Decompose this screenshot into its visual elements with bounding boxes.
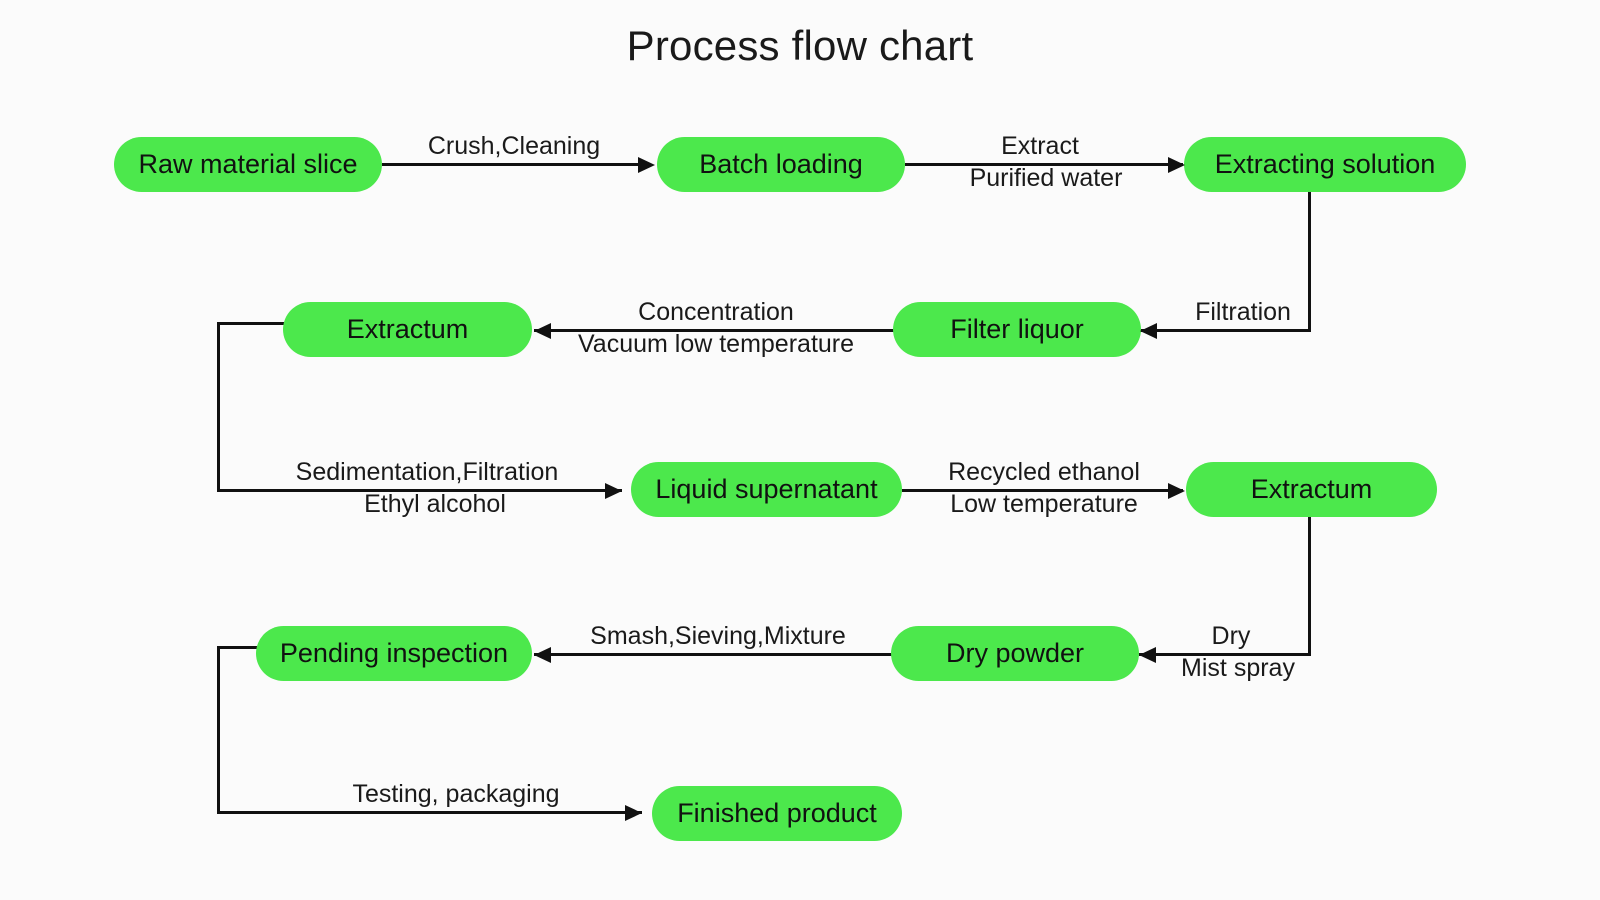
edge-label-sedimentation-filtration: Sedimentation,Filtration [295, 458, 559, 486]
edge-label-vacuum-low-temperature: Vacuum low temperature [577, 330, 855, 358]
arrow-head-pending-to-finished [625, 805, 642, 821]
node-extracting-solution[interactable]: Extracting solution [1184, 137, 1466, 192]
node-liquid-supernatant[interactable]: Liquid supernatant [631, 462, 902, 517]
edge-label-mist-spray: Mist spray [1181, 654, 1295, 682]
edge-line-pending-to-finished [217, 811, 642, 814]
edge-line-batch-to-extracting [905, 163, 1183, 166]
edge-line-dry-to-dry-powder [1139, 653, 1311, 656]
node-extractum-2[interactable]: Extractum [1186, 462, 1437, 517]
edge-label-concentration: Concentration [638, 298, 794, 326]
arrow-head-extractum1-to-liquid [605, 483, 622, 499]
edge-label-dry: Dry [1211, 622, 1251, 650]
edge-label-crush-cleaning: Crush,Cleaning [427, 132, 601, 160]
edge-line-liquid-to-extractum2 [902, 489, 1183, 492]
edge-line-raw-to-batch [382, 163, 642, 166]
edge-line-pending-left-stub [217, 646, 261, 649]
edge-line-extractum1-to-liquid [217, 489, 622, 492]
node-extractum-1[interactable]: Extractum [283, 302, 532, 357]
edge-label-purified-water: Purified water [969, 164, 1123, 192]
arrow-head-dry-powder-to-pending [534, 647, 551, 663]
node-filter-liquor[interactable]: Filter liquor [893, 302, 1141, 357]
edge-line-extractum1-left-stub [217, 322, 285, 325]
arrow-head-batch-to-extracting [1168, 157, 1185, 173]
edge-line-extractum1-down [217, 322, 220, 492]
edge-line-extracting-drop [1308, 192, 1311, 332]
edge-line-pending-down [217, 646, 220, 814]
edge-line-extractum2-drop [1308, 517, 1311, 656]
edge-line-filter-liquor-to-extractum1 [534, 329, 894, 332]
edge-label-extract: Extract [1001, 132, 1079, 160]
node-dry-powder[interactable]: Dry powder [891, 626, 1139, 681]
node-finished-product[interactable]: Finished product [652, 786, 902, 841]
page-title: Process flow chart [626, 22, 974, 69]
arrow-head-filtration-to-filter-liquor [1140, 323, 1157, 339]
arrow-head-dry-to-dry-powder [1139, 647, 1156, 663]
edge-label-testing-packaging: Testing, packaging [352, 780, 560, 808]
edge-label-filtration: Filtration [1195, 298, 1291, 326]
node-pending-inspection[interactable]: Pending inspection [256, 626, 532, 681]
arrow-head-filter-liquor-to-extractum1 [534, 323, 551, 339]
edge-label-recycled-ethanol: Recycled ethanol [948, 458, 1140, 486]
edge-label-low-temperature: Low temperature [950, 490, 1138, 518]
node-raw-material-slice[interactable]: Raw material slice [114, 137, 382, 192]
arrow-head-liquid-to-extractum2 [1168, 483, 1185, 499]
edge-label-smash-sieving-mixture: Smash,Sieving,Mixture [590, 622, 846, 650]
edge-label-ethyl-alcohol: Ethyl alcohol [364, 490, 506, 518]
edge-line-filtration-to-filter-liquor [1140, 329, 1311, 332]
node-batch-loading[interactable]: Batch loading [657, 137, 905, 192]
edge-line-dry-powder-to-pending [534, 653, 892, 656]
arrow-head-raw-to-batch [638, 157, 655, 173]
